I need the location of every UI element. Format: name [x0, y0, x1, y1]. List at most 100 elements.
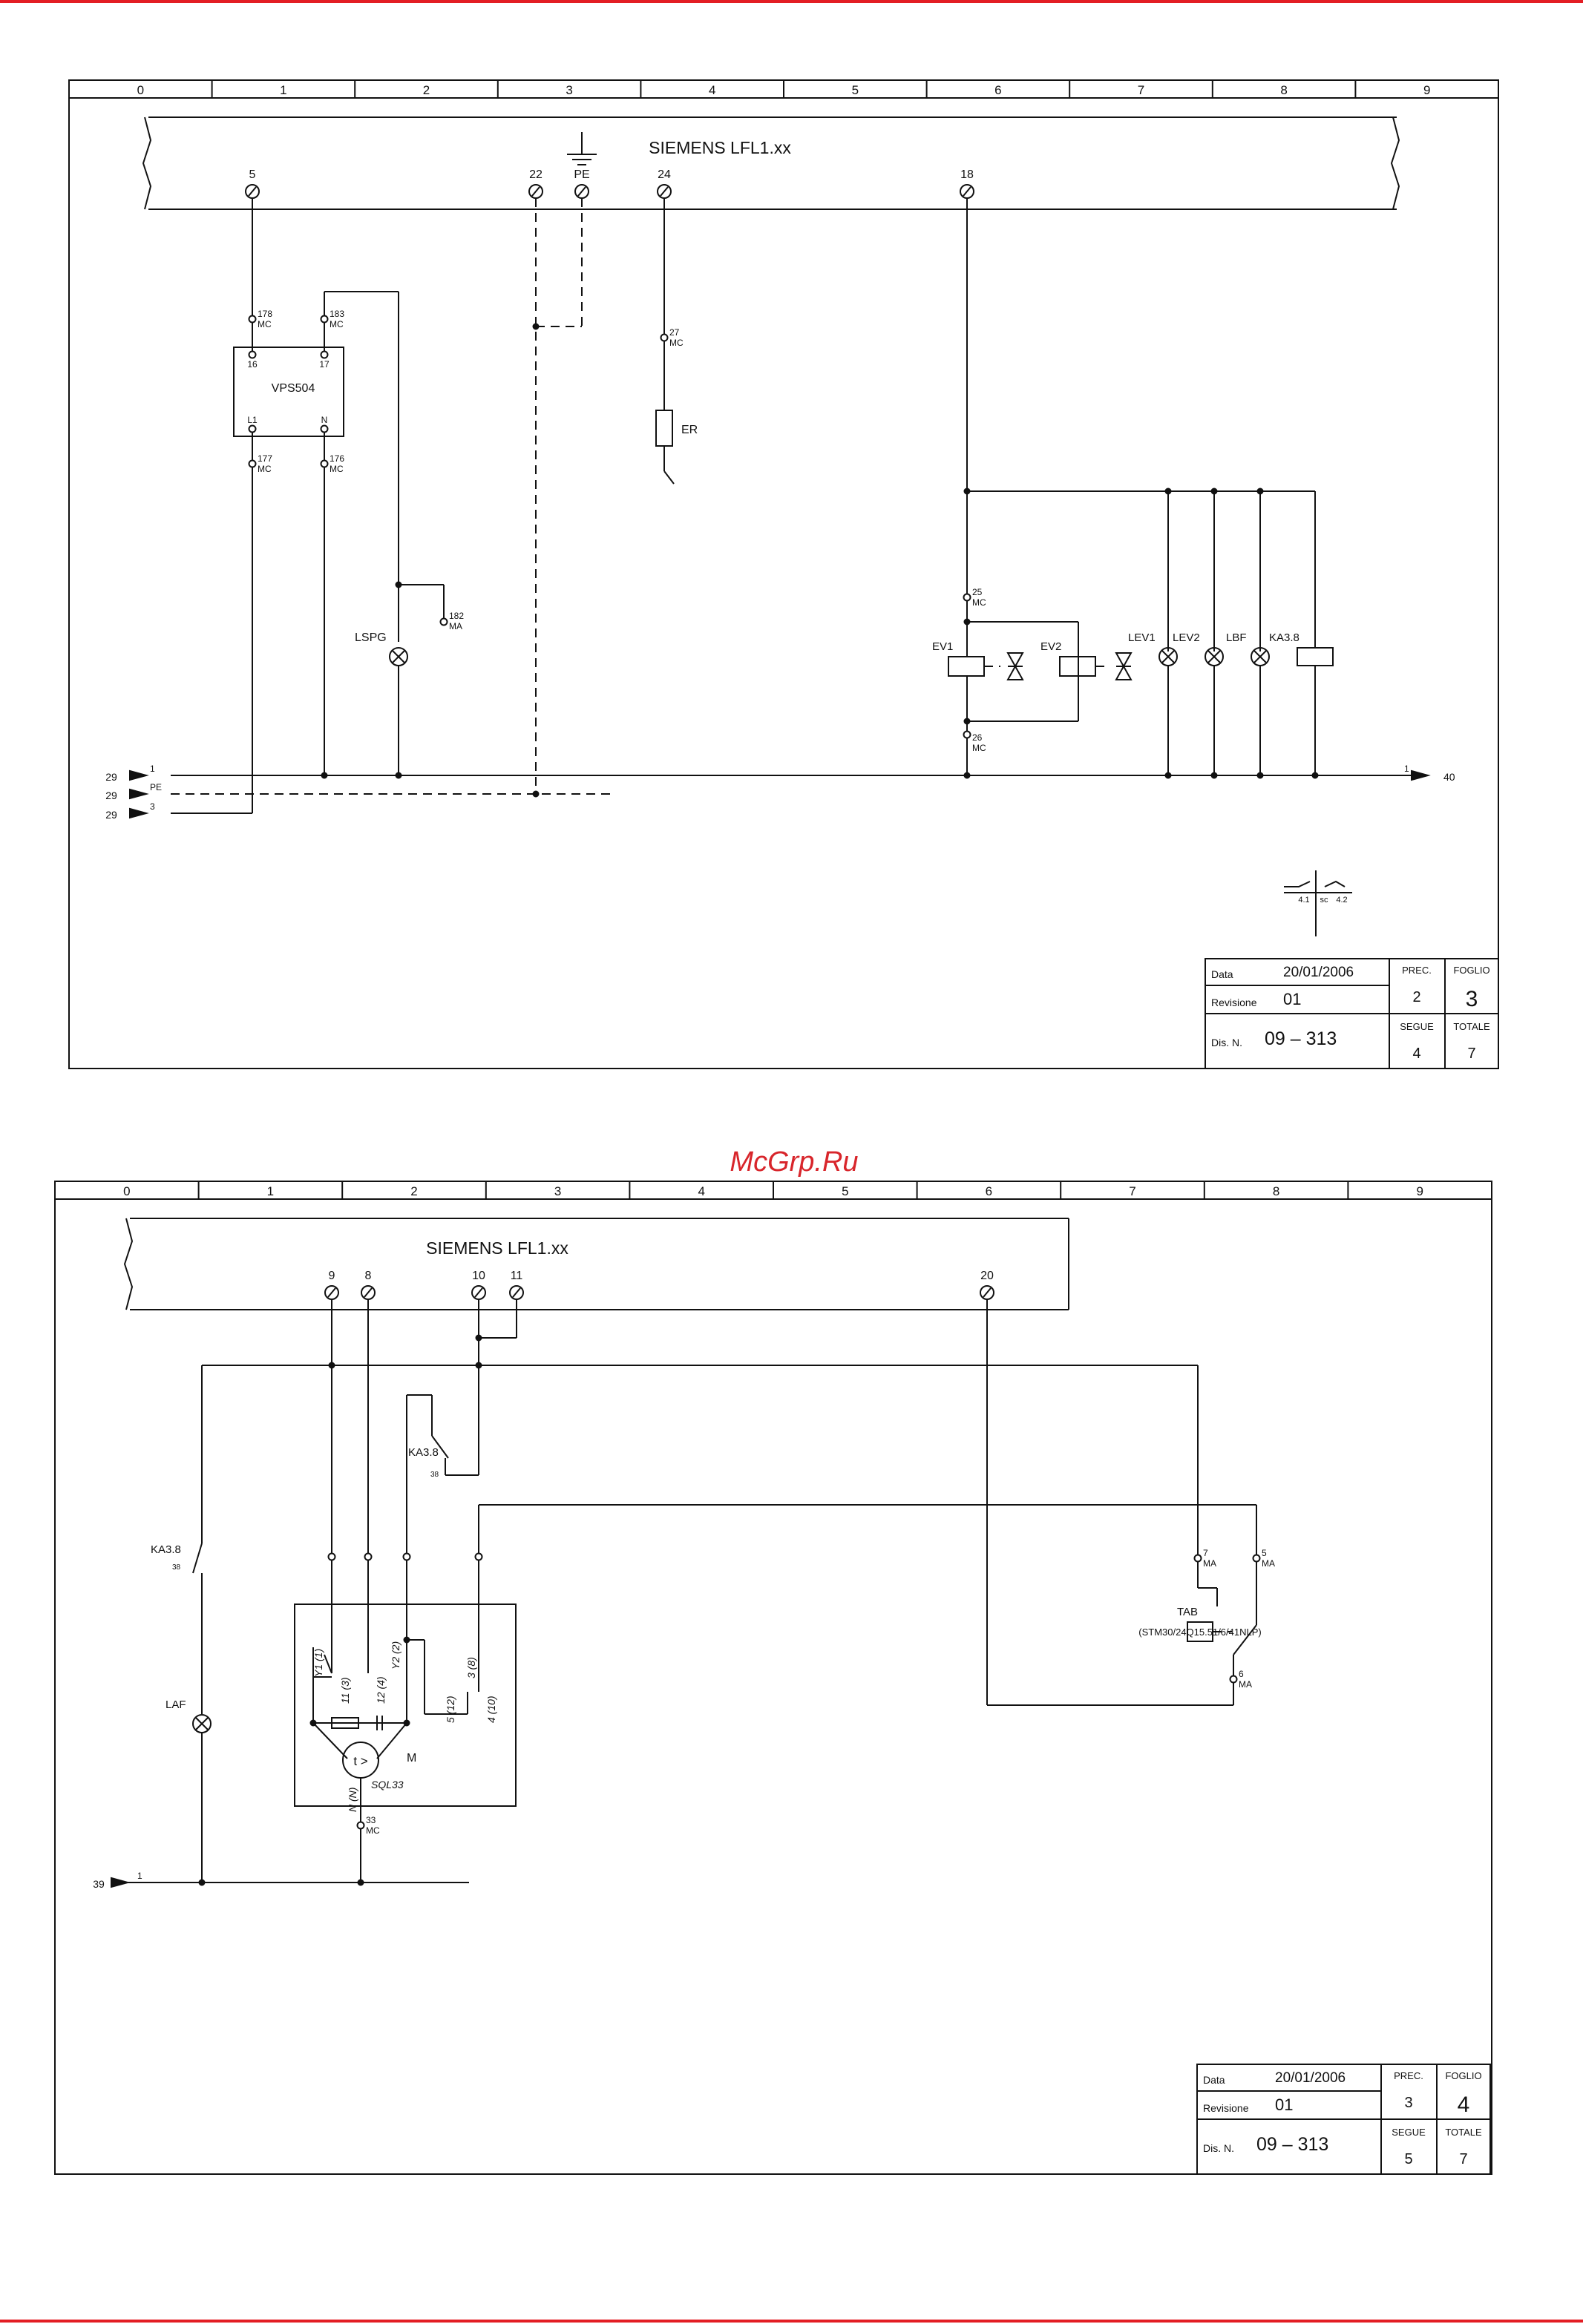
- terminal-slash: [474, 1287, 483, 1298]
- arrow-icon: [129, 807, 149, 819]
- ruler-label: 4: [698, 1184, 704, 1198]
- wire-number: 178: [258, 309, 272, 319]
- device-label: SIEMENS LFL1.xx: [426, 1238, 568, 1258]
- tb-foglio-value: 3: [1466, 987, 1478, 1011]
- wire-number: 177: [258, 453, 272, 464]
- tb-dis-value: 09 – 313: [1256, 2134, 1328, 2155]
- junction-dot: [395, 581, 402, 588]
- wire-number: 6: [1239, 1669, 1244, 1679]
- tb-prec-value: 3: [1404, 2095, 1412, 2111]
- wire: [431, 1435, 449, 1459]
- line-id: 1: [150, 764, 155, 774]
- terminal-number: 10: [472, 1270, 485, 1282]
- junction-dot: [963, 488, 971, 495]
- resistor-icon: [331, 1717, 359, 1729]
- tab-label: TAB: [1177, 1606, 1198, 1618]
- tb-data-label: Data: [1203, 2074, 1225, 2086]
- tb-prec-label: PREC.: [1394, 2070, 1423, 2081]
- junction-dot: [328, 1362, 335, 1369]
- wire-number: MC: [258, 464, 272, 474]
- ruler-label: 4: [709, 83, 715, 97]
- ruler-label: 5: [842, 1184, 848, 1198]
- wire-number: MA: [1203, 1558, 1216, 1569]
- vps-pin: N: [321, 415, 328, 425]
- terminal-number: 20: [980, 1270, 994, 1282]
- wire-number: MC: [366, 1825, 380, 1836]
- wire-number: MC: [330, 319, 344, 329]
- wire-node-icon: [327, 1552, 336, 1561]
- line-id: 1: [1404, 764, 1409, 774]
- tb-dis-label: Dis. N.: [1203, 2142, 1234, 2154]
- terminal-slash: [660, 186, 669, 197]
- junction-dot: [1256, 488, 1264, 495]
- terminal-icon: [980, 1285, 994, 1300]
- ruler-label: 2: [410, 1184, 417, 1198]
- tb-segue-label: SEGUE: [1392, 2127, 1426, 2138]
- wire-node-icon: [320, 424, 329, 433]
- wire: [663, 470, 675, 485]
- relay-coil-icon: [1297, 647, 1334, 666]
- wire-number: 5: [1262, 1548, 1267, 1558]
- ref-left: 29: [105, 771, 117, 783]
- junction-dot: [1256, 772, 1264, 779]
- tb-foglio-label: FOGLIO: [1445, 2070, 1481, 2081]
- tb-rev-label: Revisione: [1211, 997, 1257, 1008]
- servo-term: N (N): [347, 1788, 358, 1812]
- servo-term: Y2 (2): [390, 1641, 402, 1670]
- wire-number: 7: [1203, 1548, 1208, 1558]
- terminal-slash: [364, 1287, 373, 1298]
- line-id: 1: [137, 1871, 142, 1881]
- wire-node-icon: [356, 1821, 365, 1830]
- terminal-icon: [960, 184, 974, 199]
- ruler-label: 3: [566, 83, 572, 97]
- tb-segue-value: 5: [1404, 2151, 1412, 2167]
- junction-dot: [1164, 488, 1172, 495]
- wire-number: MC: [972, 743, 986, 753]
- sql33-label: M: [407, 1752, 416, 1765]
- terminal-icon: [245, 184, 260, 199]
- tb-prec-label: PREC.: [1402, 965, 1432, 976]
- lamp-cross: [1161, 649, 1176, 664]
- ruler-label: 7: [1138, 83, 1144, 97]
- ruler-label: 1: [280, 83, 286, 97]
- tb-foglio-label: FOGLIO: [1453, 965, 1489, 976]
- junction-dot: [395, 772, 402, 779]
- wire-node-icon: [248, 424, 257, 433]
- terminal-number: PE: [574, 168, 589, 181]
- lamp-cross: [391, 649, 406, 664]
- watermark-text: McGrp.Ru: [730, 1146, 858, 1178]
- terminal-number: 18: [960, 168, 974, 181]
- wire-node-icon: [320, 315, 329, 324]
- wire-node-icon: [474, 1552, 483, 1561]
- terminal-number: 9: [329, 1270, 335, 1282]
- tb-prec-value: 2: [1412, 989, 1420, 1005]
- junction-dot: [309, 1719, 317, 1727]
- ruler-label: 0: [123, 1184, 130, 1198]
- terminal-slash: [577, 186, 586, 197]
- junction-dot: [403, 1719, 410, 1727]
- servo-term: 11 (3): [339, 1677, 351, 1704]
- wire-node-icon: [1229, 1675, 1238, 1684]
- wire-node-icon: [248, 315, 257, 324]
- line-id: 3: [150, 801, 155, 812]
- wiring: [111, 198, 1412, 1883]
- tb-totale-value: 7: [1467, 1046, 1475, 1062]
- ruler-label: 3: [554, 1184, 561, 1198]
- junction-dot: [475, 1334, 482, 1342]
- contact-icon: [1284, 881, 1311, 887]
- valve-icon: [1006, 652, 1024, 680]
- wire-number: 25: [972, 587, 983, 597]
- line-id: PE: [150, 782, 162, 792]
- terminal-slash: [512, 1287, 521, 1298]
- wire-node-icon: [364, 1552, 373, 1561]
- terminal-icon: [361, 1285, 376, 1300]
- servo-term: 4 (10): [485, 1696, 497, 1723]
- wire-number: 27: [669, 327, 680, 338]
- lamp-icon: [1158, 647, 1178, 666]
- ruler-label: 6: [994, 83, 1001, 97]
- tb-totale-value: 7: [1459, 2151, 1467, 2167]
- terminal-number: 8: [365, 1270, 372, 1282]
- tb-totale-label: TOTALE: [1453, 1021, 1490, 1032]
- arrow-icon: [129, 788, 149, 800]
